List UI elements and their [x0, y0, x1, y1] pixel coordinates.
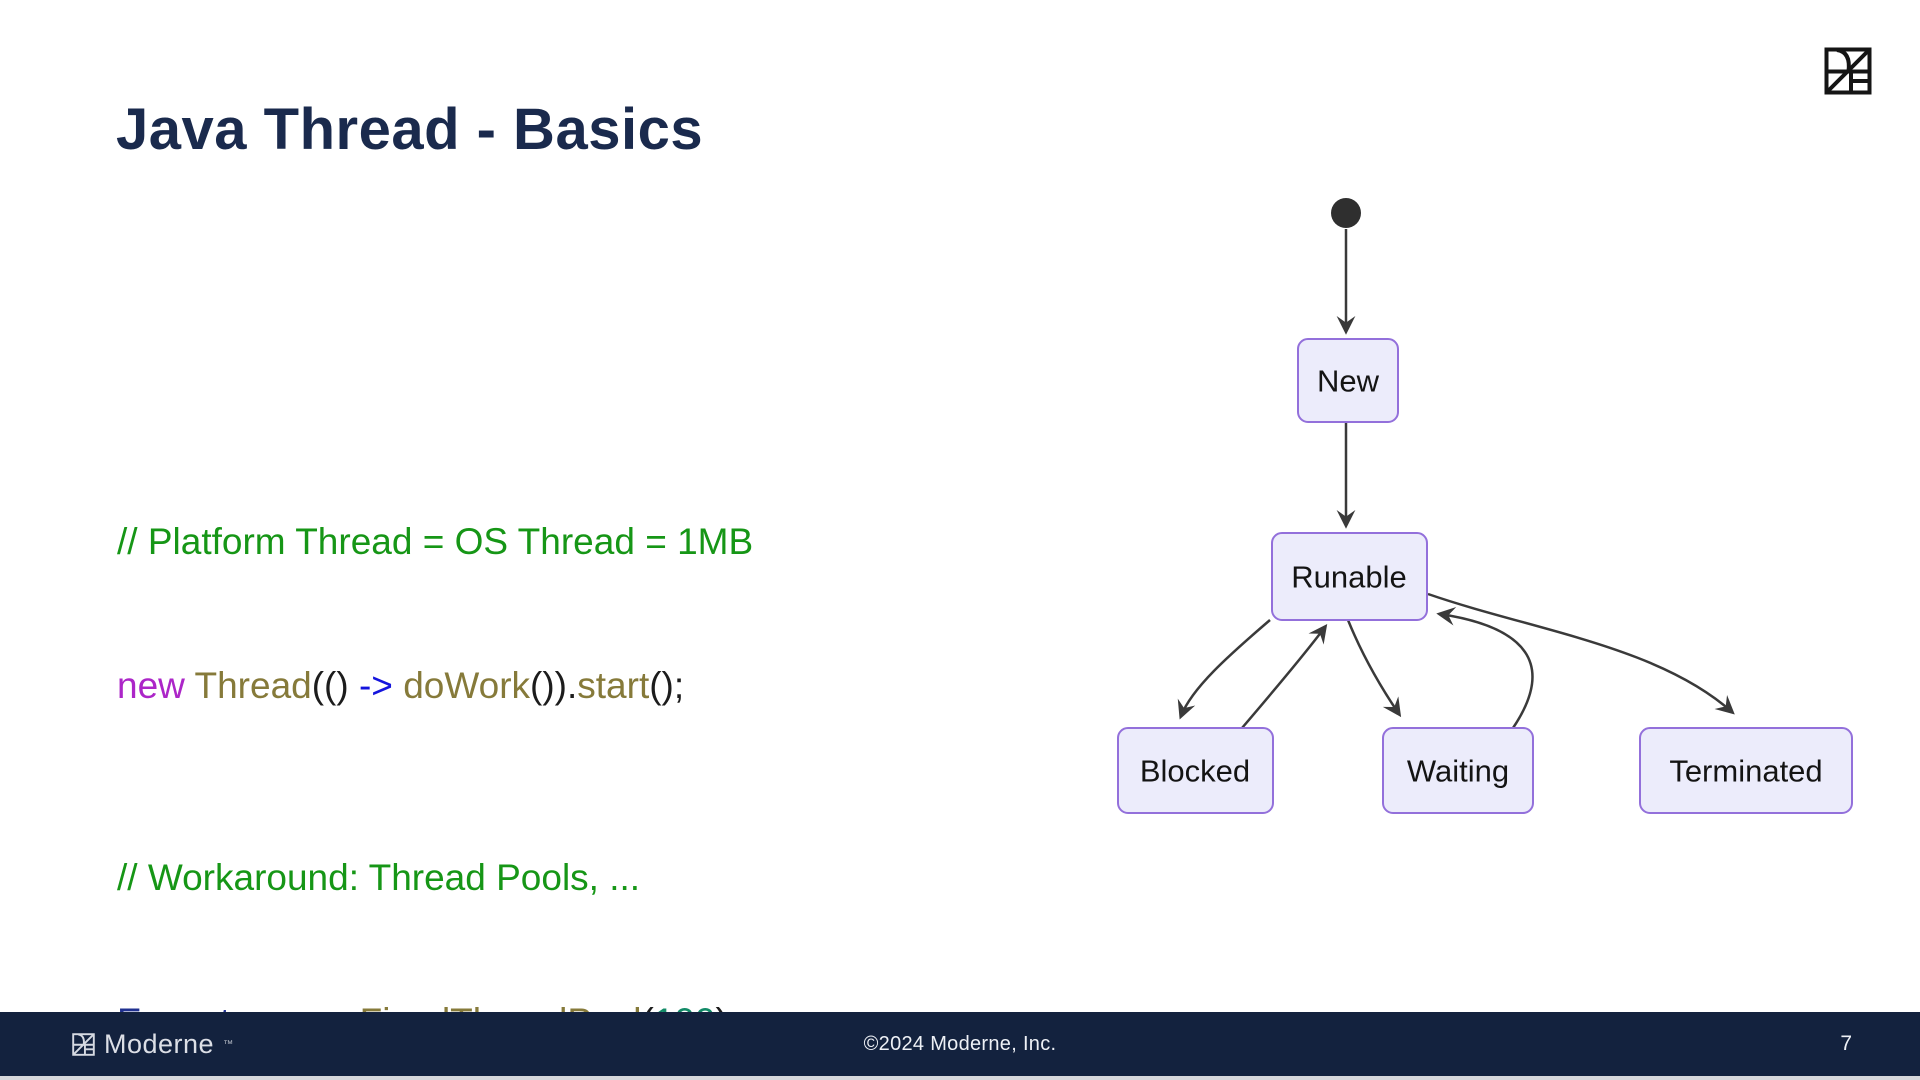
edge-runable-to-blocked — [1177, 619, 1271, 720]
code-method: start — [577, 665, 650, 706]
page-number: 7 — [1840, 1032, 1852, 1055]
code-method: Thread — [194, 665, 312, 706]
state-label-new: New — [1317, 364, 1380, 399]
state-node-new: New — [1297, 338, 1399, 423]
state-label-runable: Runable — [1291, 560, 1406, 595]
footer-center: ©2024 Moderne, Inc. — [0, 1012, 1920, 1076]
edge-blocked-to-runable — [1241, 623, 1328, 729]
state-node-terminated: Terminated — [1639, 727, 1853, 814]
code-operator: -> — [358, 665, 404, 706]
code-punct: (); — [649, 665, 685, 706]
code-line-2: new Thread(() -> doWork()).start(); — [117, 662, 753, 710]
code-method: doWork — [403, 665, 531, 706]
footer-bar: Moderne ™ ©2024 Moderne, Inc. 7 — [0, 1012, 1920, 1076]
code-keyword: new — [117, 665, 195, 706]
state-node-runable: Runable — [1271, 532, 1428, 621]
code-line-1: // Platform Thread = OS Thread = 1MB — [117, 518, 753, 566]
footer-right: 7 — [1840, 1012, 1852, 1076]
state-label-blocked: Blocked — [1140, 754, 1250, 789]
copyright-text: ©2024 Moderne, Inc. — [863, 1032, 1057, 1055]
state-node-waiting: Waiting — [1382, 727, 1534, 814]
footer-brand: Moderne ™ — [72, 1012, 233, 1076]
code-punct: ()). — [530, 665, 578, 706]
state-node-blocked: Blocked — [1117, 727, 1274, 814]
code-line-3: // Workaround: Thread Pools, ... — [117, 854, 753, 902]
thread-state-diagram: New Runable Blocked Waiting Terminated — [1117, 198, 1853, 814]
start-state-dot — [1331, 198, 1361, 228]
slide-bottom-edge — [0, 1076, 1920, 1080]
edge-waiting-to-runable — [1436, 606, 1534, 729]
code-punct: (() — [311, 665, 359, 706]
moderne-logo-icon — [1824, 47, 1872, 95]
brand-name: Moderne — [104, 1028, 215, 1059]
code-block: // Platform Thread = OS Thread = 1MB new… — [117, 422, 753, 1080]
state-label-terminated: Terminated — [1669, 754, 1822, 789]
state-label-waiting: Waiting — [1407, 754, 1509, 789]
code-comment: // Workaround: Thread Pools, ... — [117, 857, 641, 898]
brand-trademark: ™ — [223, 1038, 234, 1050]
code-comment: // Platform Thread = OS Thread = 1MB — [117, 521, 754, 562]
moderne-footer-logo-icon — [72, 1032, 95, 1056]
edge-runable-to-terminated — [1427, 592, 1735, 715]
page-title: Java Thread - Basics — [116, 97, 704, 162]
edge-runable-to-waiting — [1346, 619, 1402, 718]
